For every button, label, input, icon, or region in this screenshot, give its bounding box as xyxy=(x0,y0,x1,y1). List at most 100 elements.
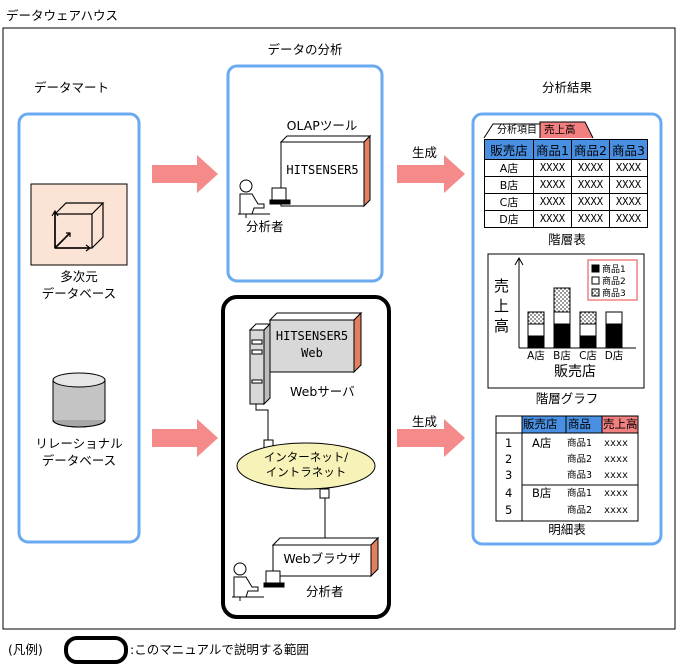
detail-header-store: 販売店 xyxy=(523,417,558,431)
network-label-2: イントラネット xyxy=(265,465,347,479)
detail-row-product: 商品2 xyxy=(567,505,593,516)
multidim-db-label-2: データベース xyxy=(41,286,117,301)
graph-caption: 階層グラフ xyxy=(535,391,599,406)
multidim-db-label-1: 多次元 xyxy=(60,269,98,284)
detail-row-number: 1 xyxy=(505,436,513,450)
summary-table-header-row: 販売店 商品1 商品2 商品3 xyxy=(484,139,648,160)
summary-cell: XXXX xyxy=(571,210,610,228)
tab-sales xyxy=(539,121,594,139)
chart-legend-swatch xyxy=(591,264,600,273)
results-box xyxy=(471,112,663,546)
analyst-person-icon xyxy=(238,179,291,218)
chart-ylabel-2: 上 xyxy=(494,297,510,315)
cube-icon xyxy=(51,202,105,252)
detail-row-number: 3 xyxy=(505,468,513,482)
detail-row-number: 5 xyxy=(505,503,513,517)
chart-bar-segment xyxy=(605,323,623,349)
web-product-name-2: Web xyxy=(301,346,323,360)
relational-db-cylinder xyxy=(52,372,106,428)
datamart-box xyxy=(17,112,141,544)
summary-cell: XXXX xyxy=(609,210,648,228)
web-server-label: Webサーバ xyxy=(290,384,355,399)
multidim-db-box xyxy=(30,183,128,266)
detail-row-number: 4 xyxy=(505,486,513,500)
warehouse-frame xyxy=(2,27,676,630)
web-product-box xyxy=(268,311,363,374)
analysis-title: データの分析 xyxy=(267,42,343,57)
chart-ylabel-3: 高 xyxy=(494,317,510,335)
tab-analysis-item-label: 分析項目 xyxy=(497,125,537,136)
relational-db-label-1: リレーショナル xyxy=(35,436,123,451)
detail-header-product: 商品 xyxy=(568,417,591,431)
chart-legend-label: 商品1 xyxy=(602,263,626,275)
chart-ylabel-1: 売 xyxy=(494,277,510,295)
chart-tick-label: D店 xyxy=(605,349,624,362)
chart-bar-segment xyxy=(579,335,597,349)
summary-header-cell: 商品2 xyxy=(571,139,610,160)
summary-cell: XXXX xyxy=(609,193,648,211)
chart-bar-segment xyxy=(553,311,571,325)
summary-cell: B店 xyxy=(484,176,534,194)
summary-cell: XXXX xyxy=(571,176,610,194)
detail-row-product: 商品2 xyxy=(567,454,593,465)
olap-product-name: HITSENSER5 xyxy=(286,163,359,177)
summary-header-cell: 商品1 xyxy=(533,139,572,160)
chart-bar-segment xyxy=(553,287,571,313)
summary-cell: XXXX xyxy=(533,159,572,177)
legend-prefix: (凡例) xyxy=(8,642,43,657)
detail-header-sales: 売上高 xyxy=(603,417,638,431)
summary-cell: XXXX xyxy=(571,193,610,211)
results-title: 分析結果 xyxy=(541,80,592,95)
summary-cell: D店 xyxy=(484,210,534,228)
legend-sample-box xyxy=(64,636,128,664)
olap-analyst-label: 分析者 xyxy=(246,219,284,234)
chart-legend-label: 商品3 xyxy=(602,287,626,299)
detail-row-store: A店 xyxy=(532,436,552,450)
summary-cell: A店 xyxy=(484,159,534,177)
summary-table-row: C店 XXXX XXXX XXXX xyxy=(484,193,648,211)
olap-tool-label: OLAPツール xyxy=(286,118,358,133)
summary-cell: XXXX xyxy=(571,159,610,177)
chart-bar-segment xyxy=(527,335,545,349)
summary-cell: XXXX xyxy=(609,159,648,177)
warehouse-title: データウェアハウス xyxy=(6,8,119,23)
detail-row-sales: xxxx xyxy=(604,470,629,481)
chart-tick-label: C店 xyxy=(579,349,597,362)
detail-row-product: 商品1 xyxy=(567,438,593,449)
tab-sales-label: 売上高 xyxy=(544,124,576,136)
detail-table-frame xyxy=(495,415,639,522)
detail-row-product: 商品1 xyxy=(567,488,593,499)
web-scope-box xyxy=(221,295,391,619)
generate-label-top: 生成 xyxy=(412,145,438,160)
arrow-olap-results xyxy=(397,155,465,193)
web-analyst-person-icon xyxy=(232,562,285,601)
summary-cell: XXXX xyxy=(609,176,648,194)
server-icon xyxy=(248,322,272,406)
datamart-title: データマート xyxy=(34,80,110,95)
summary-table-row: D店 XXXX XXXX XXXX xyxy=(484,210,648,228)
detail-row-sales: xxxx xyxy=(604,454,629,465)
browser-port xyxy=(319,488,330,499)
chart-bar-segment xyxy=(579,311,597,325)
server-network-link xyxy=(255,404,269,440)
summary-header-cell: 商品3 xyxy=(609,139,648,160)
relational-db-label-2: データベース xyxy=(41,453,117,468)
network-label-1: インターネット/ xyxy=(263,450,349,464)
detail-row-sales: xxxx xyxy=(604,438,629,449)
arrow-datamart-olap xyxy=(152,155,218,193)
chart-legend-label: 商品2 xyxy=(602,275,626,287)
chart-y-axis-arrow xyxy=(514,256,524,266)
olap-box xyxy=(226,64,384,283)
chart-xlabel: 販売店 xyxy=(554,364,596,380)
detail-row-product: 商品3 xyxy=(567,470,593,481)
web-product-name-1: HITSENSER5 xyxy=(275,329,349,343)
detail-row-store: B店 xyxy=(532,486,552,500)
chart-bar-segment xyxy=(605,311,623,325)
chart-tick-label: B店 xyxy=(553,349,571,362)
chart-tick-label: A店 xyxy=(527,349,545,362)
chart-bar-segment xyxy=(527,323,545,337)
chart-legend-swatch xyxy=(591,288,600,297)
generate-label-bottom: 生成 xyxy=(412,414,438,429)
